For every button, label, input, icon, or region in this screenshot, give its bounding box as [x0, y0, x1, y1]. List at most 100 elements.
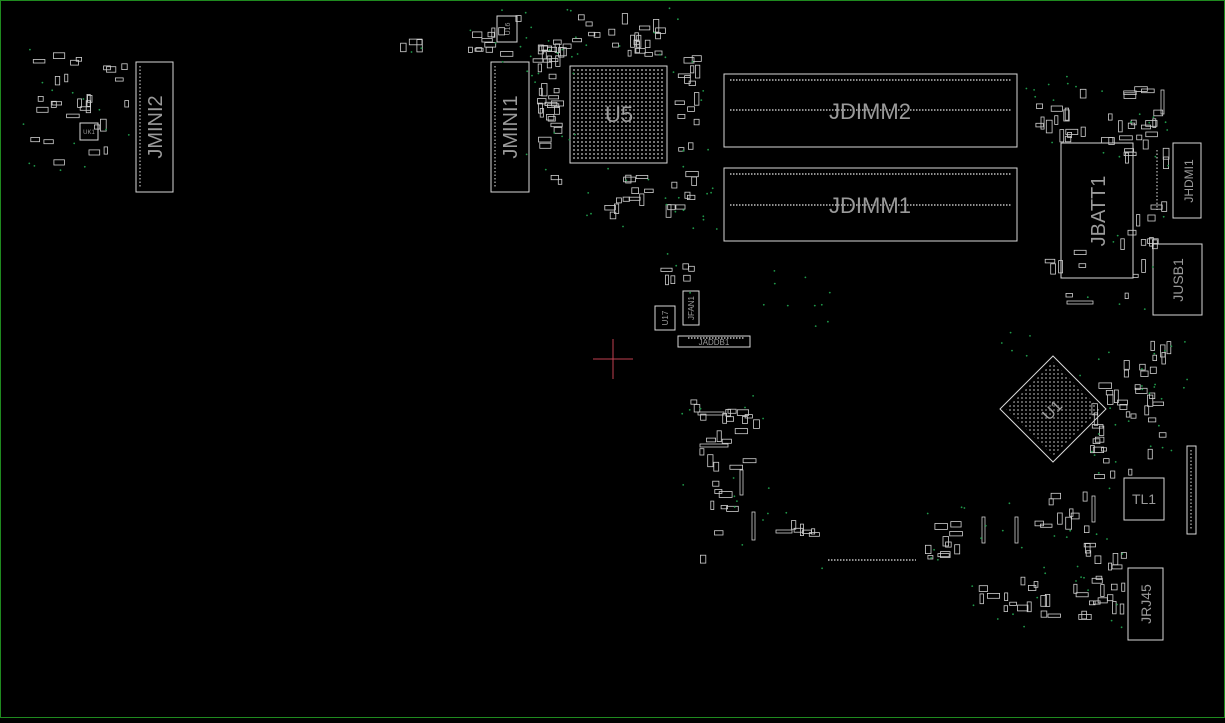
smd-component — [714, 530, 724, 536]
smd-component — [1141, 88, 1155, 94]
via — [525, 153, 528, 156]
connector-outline[interactable] — [1186, 445, 1197, 535]
smd-component — [791, 520, 797, 530]
u5-outline[interactable] — [569, 65, 668, 164]
u16-outline[interactable] — [496, 15, 518, 43]
via — [607, 167, 609, 170]
u16-label: U16 — [505, 22, 512, 35]
smd-component — [736, 409, 749, 416]
smd-component — [1150, 204, 1163, 210]
via — [469, 29, 472, 32]
smd-component — [1125, 152, 1129, 164]
smd-component — [927, 555, 934, 560]
jaddb1-outline[interactable] — [677, 335, 751, 348]
smd-component — [1111, 583, 1118, 591]
smd-component — [726, 416, 735, 422]
via — [622, 225, 624, 228]
smd-component — [627, 49, 632, 57]
smd-component — [942, 536, 949, 547]
via — [1043, 566, 1045, 569]
smd-component — [1059, 129, 1065, 143]
via — [1102, 151, 1105, 154]
smd-component — [555, 55, 561, 67]
smd-component — [628, 196, 641, 201]
smd-component — [684, 191, 691, 199]
jdimm2-outline[interactable] — [723, 73, 1018, 148]
jdimm1-outline[interactable] — [723, 167, 1018, 242]
uk1-outline[interactable] — [79, 122, 99, 141]
smd-component — [979, 593, 984, 605]
u1-outline[interactable] — [999, 355, 1107, 463]
jfan1-outline[interactable] — [682, 290, 700, 326]
smd-component — [88, 149, 101, 156]
via — [820, 303, 823, 306]
smd-component — [677, 73, 691, 79]
smd-component — [1044, 258, 1056, 264]
via — [706, 192, 708, 195]
smd-component — [1142, 139, 1149, 150]
via — [933, 548, 935, 551]
via — [526, 70, 529, 73]
u17-outline[interactable] — [654, 305, 676, 331]
via — [1148, 121, 1151, 124]
via — [1160, 397, 1163, 400]
smd-component — [1101, 137, 1114, 144]
smd-component — [1009, 601, 1017, 606]
smd-component — [753, 419, 760, 429]
via — [664, 197, 667, 200]
smd-component — [1107, 594, 1114, 602]
smd-component — [485, 46, 494, 53]
smd-component — [1150, 340, 1155, 351]
via — [702, 215, 705, 218]
smd-component — [484, 42, 497, 48]
via — [1153, 352, 1156, 355]
jmini1-outline[interactable] — [490, 61, 530, 193]
via — [1154, 155, 1157, 158]
via — [576, 53, 579, 55]
smd-component — [588, 31, 596, 37]
via — [41, 81, 44, 84]
smd-component — [630, 34, 635, 48]
via — [828, 291, 831, 294]
via — [1101, 90, 1103, 92]
jusb1-outline[interactable] — [1152, 243, 1203, 316]
via — [1158, 424, 1160, 427]
smd-component — [683, 57, 695, 64]
smd-component — [695, 64, 701, 79]
smd-component — [548, 95, 560, 100]
via — [531, 74, 533, 77]
via — [666, 253, 669, 255]
via — [971, 585, 974, 587]
smd-component — [1085, 550, 1092, 557]
smd-component — [53, 159, 65, 166]
smd-component — [1149, 392, 1156, 399]
via — [618, 45, 621, 47]
via — [688, 409, 691, 411]
smd-component — [634, 48, 646, 54]
jbatt1-outline[interactable] — [1060, 142, 1134, 279]
smd-component — [639, 25, 651, 31]
smd-component — [541, 51, 547, 60]
via — [1097, 358, 1100, 361]
via — [105, 128, 107, 131]
smd-component — [622, 196, 630, 202]
smd-component — [1110, 470, 1116, 479]
via — [647, 178, 650, 181]
smd-component — [693, 118, 700, 126]
via-dots — [22, 7, 1188, 629]
via — [1036, 596, 1039, 599]
via — [1034, 95, 1037, 98]
jrj45-outline[interactable] — [1127, 567, 1164, 641]
via — [1083, 576, 1085, 579]
via — [501, 9, 503, 12]
smd-component — [1147, 214, 1156, 222]
via — [1183, 386, 1185, 389]
smd-component — [1127, 122, 1136, 129]
via — [1118, 303, 1121, 305]
tl1-outline[interactable] — [1123, 477, 1165, 521]
jhdmi1-outline[interactable] — [1172, 142, 1202, 219]
jmini2-outline[interactable] — [135, 61, 174, 193]
via — [587, 192, 590, 194]
